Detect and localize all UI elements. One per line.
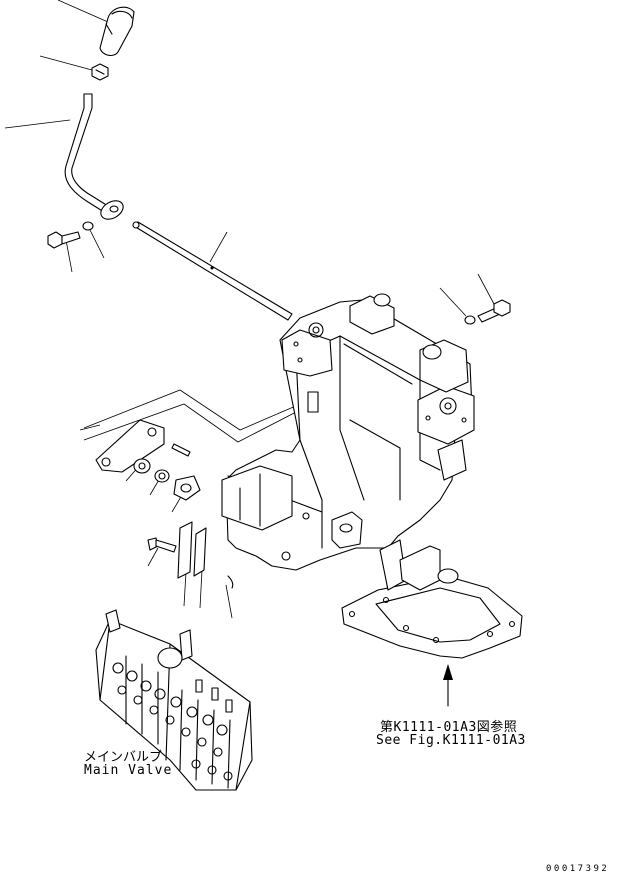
- clevis: [173, 475, 201, 501]
- pedal-plate: [341, 539, 523, 659]
- reference-label-jp: 第K1111-01A3図参照: [380, 720, 518, 735]
- bracket-frame: [221, 293, 475, 571]
- main-valve: [95, 609, 253, 791]
- lever-rod: [64, 93, 124, 220]
- shaft: [132, 221, 293, 321]
- bolt-right: [464, 299, 511, 325]
- bolt-left: [47, 221, 94, 249]
- washers: [133, 458, 170, 483]
- pin: [171, 443, 191, 457]
- valve-sections: [112, 655, 233, 789]
- lower-bolt: [147, 537, 177, 553]
- valve-label-jp: メインバルブ: [84, 750, 163, 765]
- valve-label-en: Main Valve: [84, 763, 173, 778]
- link-plate: [95, 419, 165, 473]
- nut: [91, 63, 109, 81]
- shims: [177, 521, 234, 589]
- drawing-number: 00017392: [546, 864, 610, 874]
- lever-knob: [99, 6, 135, 57]
- reference-label-en: See Fig.K1111-01A3: [376, 733, 526, 748]
- reference-arrow: [443, 664, 453, 707]
